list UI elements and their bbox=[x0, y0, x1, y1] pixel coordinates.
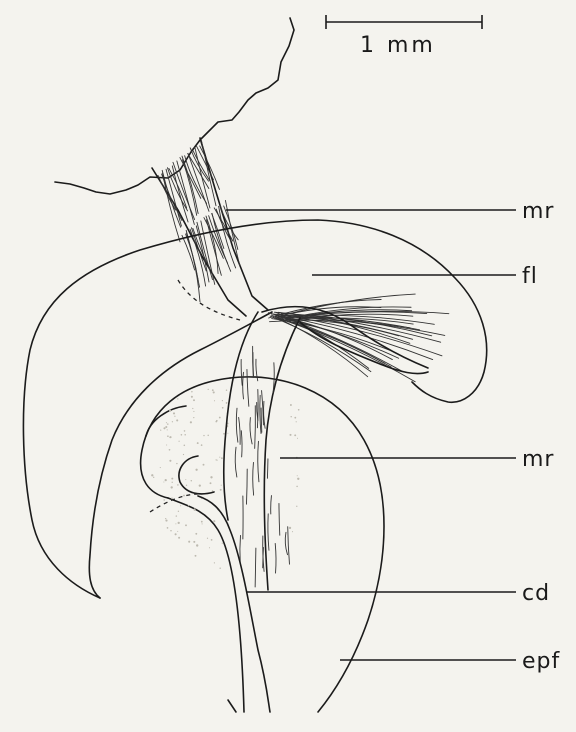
label-fl: fl bbox=[522, 264, 538, 289]
retractor-muscle-lower bbox=[224, 312, 300, 590]
label-cd: cd bbox=[522, 581, 550, 606]
label-mr-upper: mr bbox=[522, 199, 554, 224]
canal-duct bbox=[150, 494, 270, 712]
scale-bar: 1 mm bbox=[326, 15, 482, 58]
internal-duct-dashed bbox=[178, 280, 240, 320]
scale-bar-label: 1 mm bbox=[360, 33, 436, 58]
label-mr-lower: mr bbox=[522, 447, 554, 472]
retractor-muscle-upper bbox=[152, 138, 268, 316]
label-epf: epf bbox=[522, 649, 561, 674]
inner-organ-stippled bbox=[151, 389, 299, 569]
